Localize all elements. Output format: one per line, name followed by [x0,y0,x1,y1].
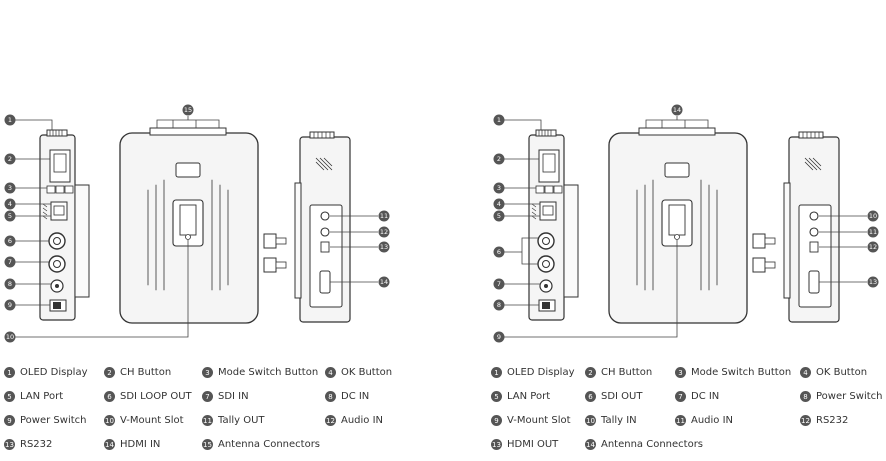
callout-badge: 5 [493,210,505,222]
callout-badge: 14 [671,104,683,116]
callout-badge: 15 [182,104,194,116]
left-panel-drawings [39,127,351,324]
callout-badge: 11 [867,226,879,238]
callout-badge: 10 [867,210,879,222]
svg-text:8: 8 [8,280,12,288]
callout-badge: 1 [493,114,505,126]
callout-badge: 13 [378,241,390,253]
svg-text:6: 6 [8,237,12,245]
callout-badge: 9 [4,299,16,311]
callout-badge: 4 [4,198,16,210]
callout-badge: 2 [493,153,505,165]
callout-badge: 10 [4,331,16,343]
callout-badge: 11 [378,210,390,222]
svg-text:1: 1 [497,116,501,124]
svg-text:2: 2 [497,155,501,163]
svg-text:6: 6 [497,248,501,256]
callout-badge: 5 [4,210,16,222]
svg-text:9: 9 [497,333,501,341]
right-panel-drawings [504,116,867,338]
callout-badge: 8 [4,278,16,290]
svg-text:11: 11 [380,212,388,220]
callout-badge: 1 [4,114,16,126]
right-side-view [528,129,579,321]
left-right-side-view [263,131,351,323]
callout-badge: 12 [867,241,879,253]
callout-badge: 3 [4,182,16,194]
svg-text:4: 4 [497,200,501,208]
left-back-view [119,127,259,324]
svg-text:3: 3 [8,184,12,192]
svg-text:9: 9 [8,301,12,309]
callout-badge: 2 [4,153,16,165]
callout-badge: 13 [867,276,879,288]
svg-text:2: 2 [8,155,12,163]
svg-text:8: 8 [497,301,501,309]
svg-text:7: 7 [8,258,12,266]
callout-badge: 9 [493,331,505,343]
callout-badge: 8 [493,299,505,311]
svg-text:13: 13 [380,243,388,251]
right-callouts: 1 2 3 4 5 6 7 8 9 10 11 12 13 14 [493,104,879,343]
right-right-side-view [752,131,840,323]
svg-text:5: 5 [497,212,501,220]
left-side-view [39,129,90,321]
svg-text:14: 14 [673,106,681,114]
svg-text:4: 4 [8,200,12,208]
left-callouts: 1 2 3 4 5 6 7 8 9 10 11 12 13 14 15 [4,104,390,343]
svg-text:15: 15 [184,106,192,114]
callout-badge: 4 [493,198,505,210]
callout-badge: 3 [493,182,505,194]
svg-text:3: 3 [497,184,501,192]
right-back-view [608,127,748,324]
svg-text:10: 10 [6,333,14,341]
callout-badge: 14 [378,276,390,288]
callout-badge: 7 [493,278,505,290]
svg-text:11: 11 [869,228,877,236]
svg-text:12: 12 [380,228,388,236]
svg-text:5: 5 [8,212,12,220]
left-leader-lines [15,116,378,338]
svg-text:10: 10 [869,212,877,220]
svg-text:1: 1 [8,116,12,124]
svg-text:14: 14 [380,278,388,286]
callout-badge: 7 [4,256,16,268]
svg-text:12: 12 [869,243,877,251]
callout-badge: 6 [493,246,505,258]
callout-badge: 12 [378,226,390,238]
callout-badge: 6 [4,235,16,247]
svg-text:7: 7 [497,280,501,288]
svg-text:13: 13 [869,278,877,286]
